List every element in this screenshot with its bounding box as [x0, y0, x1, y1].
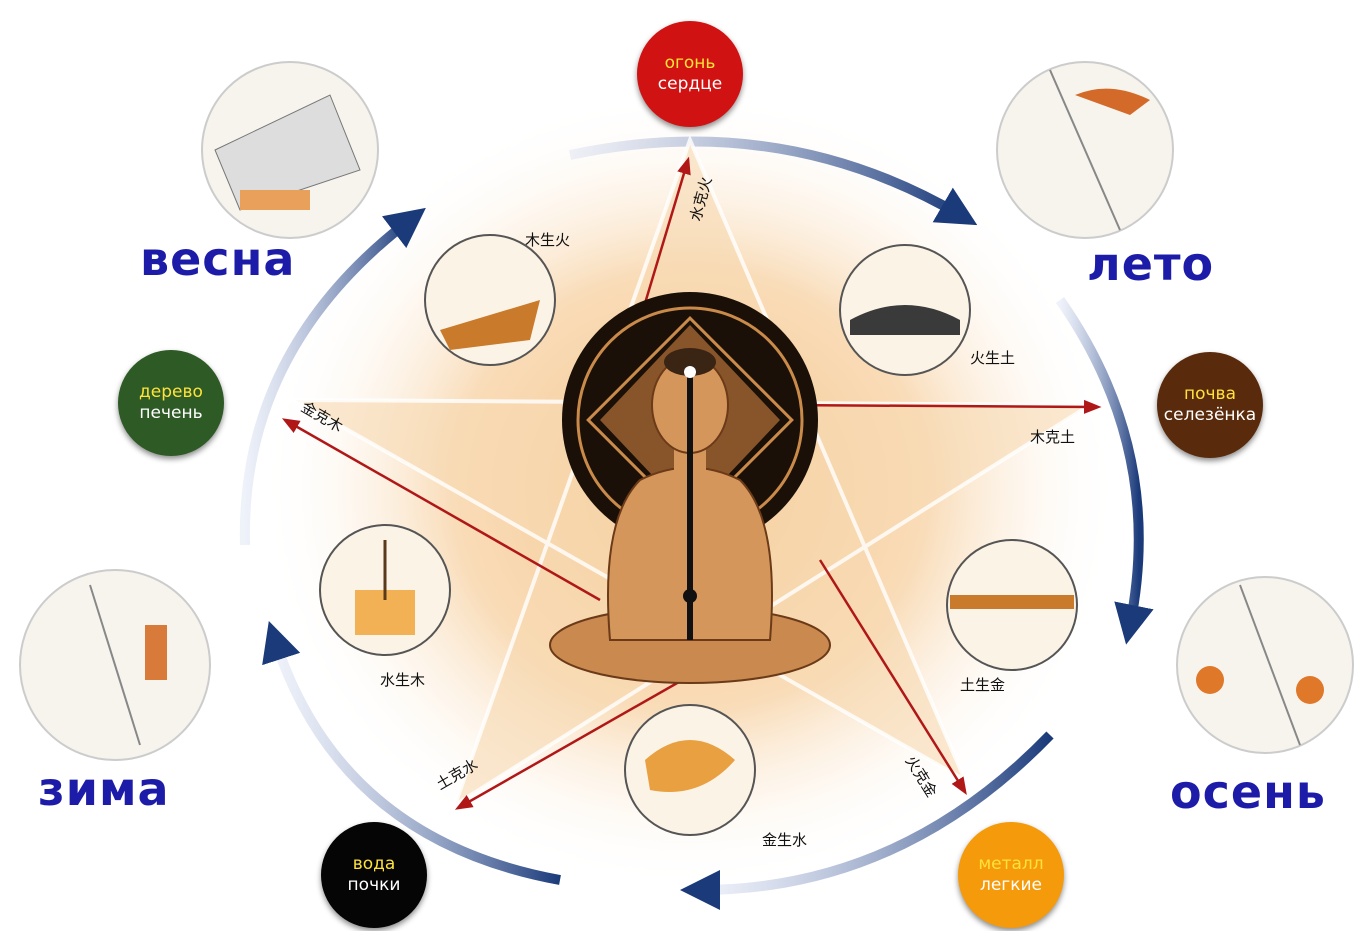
- element-name: почва: [1184, 384, 1236, 405]
- organ-name: сердце: [658, 74, 722, 95]
- season-winter: зима: [38, 762, 170, 816]
- element-name: дерево: [139, 382, 203, 403]
- element-earth-badge: почва селезёнка: [1157, 352, 1263, 458]
- wood-fire-scene-icon: [425, 235, 555, 365]
- organ-name: печень: [139, 403, 202, 424]
- organ-name: почки: [348, 875, 401, 896]
- organ-name: селезёнка: [1164, 405, 1256, 426]
- label-earth-metal: 土生金: [960, 676, 1005, 694]
- label-water-wood: 水生木: [380, 671, 425, 689]
- element-name: вода: [353, 854, 396, 875]
- element-name: металл: [978, 854, 1043, 875]
- organ-name: легкие: [980, 875, 1042, 896]
- label-wood-fire: 木生火: [525, 231, 570, 249]
- label-fire-earth: 火生土: [970, 349, 1015, 367]
- season-summer: лето: [1087, 237, 1214, 291]
- element-name: огонь: [665, 53, 716, 74]
- label-wood-earth: 木克土: [1030, 428, 1075, 446]
- element-metal-badge: металл легкие: [958, 822, 1064, 928]
- season-autumn: осень: [1170, 765, 1326, 819]
- label-metal-water: 金生水: [762, 831, 807, 849]
- element-water-badge: вода почки: [321, 822, 427, 928]
- autumn-scene-icon: [1177, 577, 1353, 753]
- element-fire-badge: огонь сердце: [637, 21, 743, 127]
- element-wood-badge: дерево печень: [118, 350, 224, 456]
- season-spring: весна: [140, 232, 295, 286]
